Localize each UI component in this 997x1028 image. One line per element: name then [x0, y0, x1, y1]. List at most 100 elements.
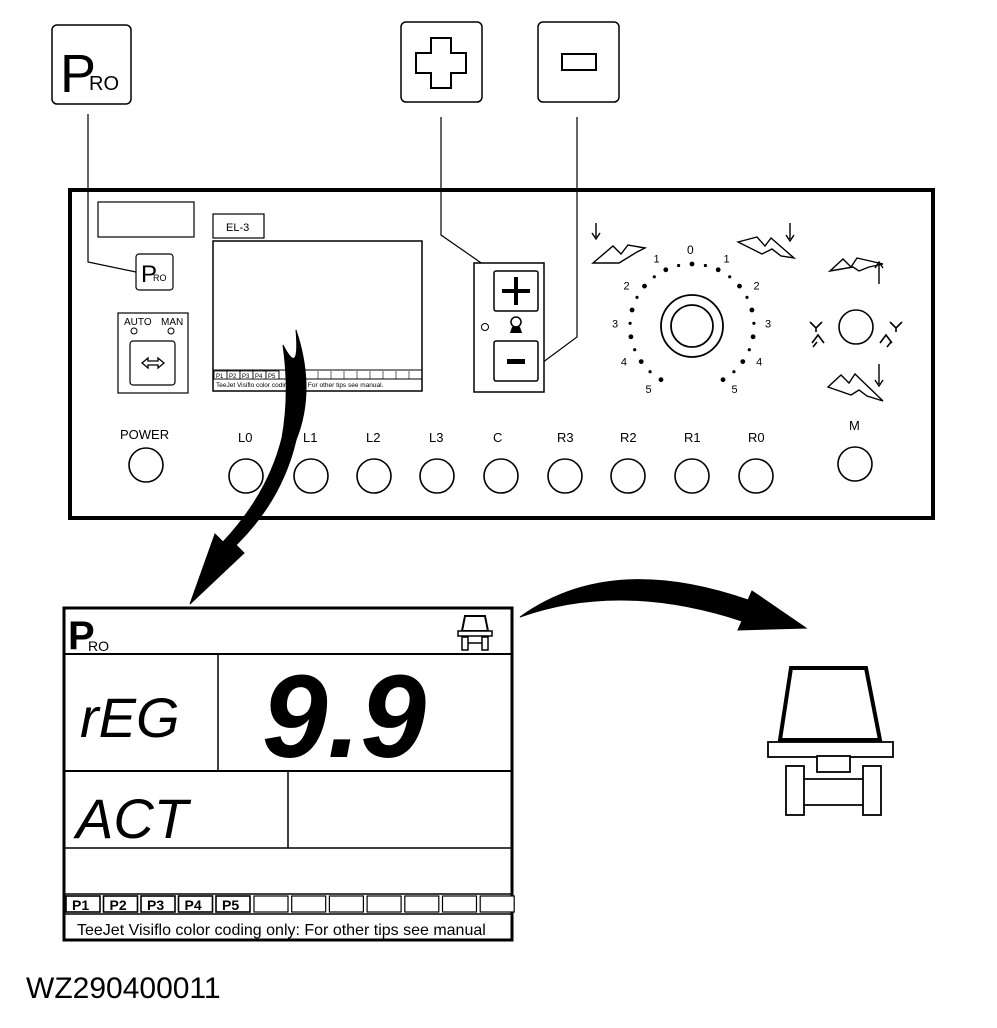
boom-left-up-icon: [591, 223, 648, 264]
dial-right-label-2: 2: [754, 281, 760, 293]
pro-callout-letter: P: [60, 44, 96, 104]
dial-dot: [740, 359, 746, 364]
dial-dot: [629, 307, 635, 313]
minus-button[interactable]: [493, 340, 539, 382]
dial-dot: [677, 263, 681, 268]
power-button[interactable]: [128, 447, 164, 483]
section-button-r0[interactable]: [738, 458, 774, 494]
pro-button-sub: RO: [153, 273, 167, 283]
dial-dot: [635, 295, 639, 299]
pro-callout-key: P RO: [51, 24, 132, 105]
dial-dot: [703, 263, 708, 268]
auto-man-toggle-button[interactable]: [129, 340, 176, 386]
display-tab-empty: [479, 895, 515, 913]
section-button-r2[interactable]: [610, 458, 646, 494]
plus-icon: [415, 37, 467, 89]
dial-dot: [648, 370, 652, 374]
display-footer: TeeJet Visiflo color coding only: For ot…: [77, 922, 486, 939]
act-label: ACT: [73, 787, 192, 850]
boom-fold-knob[interactable]: [838, 309, 874, 345]
plus-button[interactable]: [493, 270, 539, 312]
section-button-c[interactable]: [483, 458, 519, 494]
fold-in-left-icon: [809, 321, 825, 348]
dial-dot: [628, 321, 632, 325]
section-button-r3[interactable]: [547, 458, 583, 494]
display-tab-p1: P1: [72, 897, 89, 913]
dial-dot: [638, 359, 644, 364]
dial-dot: [747, 348, 751, 352]
pro-button[interactable]: P RO: [135, 253, 174, 291]
nozzle-indicator-icon: [510, 316, 522, 333]
boom-right-up-icon: [736, 223, 797, 260]
plus-callout-key: [400, 21, 483, 103]
pro-button-letter: P: [141, 261, 157, 288]
dial-dot: [732, 370, 736, 374]
dial-right-label-1: 1: [724, 253, 730, 265]
dial-left-label-1: 1: [654, 253, 660, 265]
dial-dot: [642, 283, 647, 289]
m-button[interactable]: [837, 446, 873, 482]
minus-icon-small: [507, 359, 525, 364]
section-label-l3: L3: [429, 430, 443, 445]
tractor-status-icon-small: [457, 615, 493, 651]
reg-label: rEG: [80, 686, 180, 749]
dial-left-label-2: 2: [624, 281, 630, 293]
section-button-l0[interactable]: [228, 458, 264, 494]
dial-dot: [745, 295, 749, 299]
display-tab-box: [140, 895, 176, 913]
dial-dot: [752, 321, 756, 325]
m-label: M: [849, 418, 860, 433]
dial-dot: [728, 275, 732, 279]
dial-dot: [715, 267, 721, 273]
dial-dot: [720, 377, 726, 383]
pointer-arrow-icon: [519, 579, 808, 631]
section-button-l2[interactable]: [356, 458, 392, 494]
rate-adjust-rocker: [473, 262, 545, 393]
section-label-l0: L0: [238, 430, 252, 445]
boom-lower-icon: [826, 364, 884, 402]
dial-left-label-4: 4: [621, 357, 627, 369]
el3-label: EL-3: [226, 222, 249, 234]
section-button-l1[interactable]: [293, 458, 329, 494]
display-tab-empty: [366, 895, 402, 913]
minus-callout-key: [537, 21, 620, 103]
display-tab-empty: [253, 895, 289, 913]
display-tab-p5: P5: [222, 897, 239, 913]
dial-dot: [749, 307, 755, 313]
dial-right-label-4: 4: [756, 357, 762, 369]
display-tab-box: [65, 895, 101, 913]
console-tab-p4: P4: [255, 374, 263, 380]
dial-scale-dots: [628, 261, 756, 383]
power-label: POWER: [120, 427, 169, 442]
display-logo-letter: P: [68, 614, 95, 658]
reg-value: 9.9: [262, 651, 426, 783]
dial-dot: [628, 334, 634, 340]
display-tab-empty: [441, 895, 478, 913]
blank-label-plate: [97, 201, 195, 238]
dial-dot: [663, 267, 669, 273]
display-tab-box: [215, 895, 251, 913]
section-button-l3[interactable]: [419, 458, 455, 494]
auto-man-switch: AUTO MAN: [117, 312, 189, 394]
section-button-r1[interactable]: [674, 458, 710, 494]
section-label-r3: R3: [557, 430, 574, 445]
section-label-r1: R1: [684, 430, 701, 445]
pro-callout-sub: RO: [89, 73, 119, 95]
left-right-arrow-icon: [140, 356, 166, 370]
pro-leader-line: [87, 114, 137, 273]
plus-icon-small: [502, 277, 530, 305]
dial-left-label-3: 3: [612, 318, 618, 330]
boom-fold-knob-group: [809, 309, 903, 348]
console-tab-p1: P1: [216, 374, 224, 380]
dial-dot: [750, 334, 756, 340]
console-tab-p5: P5: [268, 374, 276, 380]
display-tab-empty: [291, 895, 327, 913]
display-tab-empty: [404, 895, 440, 913]
boom-raise-icon: [827, 257, 884, 284]
